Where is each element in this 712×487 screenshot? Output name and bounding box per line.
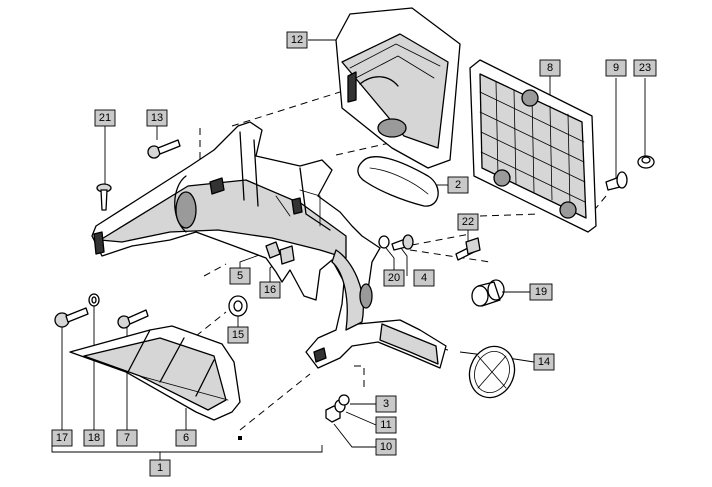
- screw-7: [117, 309, 149, 329]
- callout-label: 23: [639, 62, 651, 74]
- callout-label: 1: [157, 462, 163, 474]
- callout-21: 21: [94, 109, 116, 127]
- callout-label: 16: [264, 284, 276, 296]
- callout-1: 1: [149, 459, 171, 477]
- callout-2: 2: [447, 176, 469, 194]
- air-box-cover: [335, 7, 461, 169]
- reflector-14: [468, 345, 516, 399]
- callout-label: 18: [88, 432, 100, 444]
- grommet-23: [637, 155, 655, 169]
- sleeve-19: [471, 279, 505, 307]
- callout-label: 2: [455, 179, 461, 191]
- callout-20: 20: [383, 269, 405, 287]
- callout-10: 10: [375, 438, 397, 456]
- screw-4: [391, 234, 414, 251]
- callout-label: 14: [538, 356, 550, 368]
- callout-label: 21: [99, 112, 111, 124]
- callout-3: 3: [375, 395, 397, 413]
- callout-label: 12: [291, 34, 303, 46]
- assembly-dash-lines: [195, 91, 607, 431]
- main-bracket: [91, 121, 447, 369]
- callout-12: 12: [286, 31, 308, 49]
- callout-14: 14: [533, 353, 555, 371]
- bushing-20: [378, 235, 390, 249]
- guard-plate-6: [69, 325, 241, 421]
- oval-seal: [357, 156, 439, 207]
- callout-4: 4: [413, 269, 435, 287]
- callout-label: 19: [535, 286, 547, 298]
- screw-21: [96, 183, 112, 211]
- callout-label: 7: [124, 432, 130, 444]
- screw-13: [147, 139, 181, 159]
- callout-13: 13: [146, 109, 168, 127]
- callout-label: 20: [388, 272, 400, 284]
- callout-18: 18: [83, 429, 105, 447]
- callout-label: 22: [462, 216, 474, 228]
- screw-22: [455, 237, 481, 261]
- callout-label: 15: [232, 329, 244, 341]
- callout-label: 10: [380, 441, 392, 453]
- callout-19: 19: [529, 283, 553, 301]
- callout-15: 15: [227, 326, 249, 344]
- washer-15: [228, 295, 248, 317]
- callout-11: 11: [375, 416, 397, 434]
- callout-23: 23: [633, 59, 657, 77]
- callout-5: 5: [229, 267, 251, 285]
- screw-9: [605, 171, 628, 191]
- callout-8: 8: [539, 59, 561, 77]
- washer-18: [88, 293, 100, 307]
- callout-label: 13: [151, 112, 163, 124]
- callout-7: 7: [116, 429, 138, 447]
- callout-label: 3: [383, 398, 389, 410]
- screw-17: [54, 307, 89, 328]
- callout-label: 8: [547, 62, 553, 74]
- callout-16: 16: [259, 281, 281, 299]
- grid-panel: [469, 59, 597, 233]
- callout-22: 22: [457, 213, 479, 231]
- nut-3: [338, 394, 350, 406]
- callout-label: 17: [56, 432, 68, 444]
- callout-label: 11: [380, 419, 391, 431]
- callout-6: 6: [175, 429, 197, 447]
- callout-label: 5: [237, 270, 243, 282]
- callout-label: 4: [421, 272, 427, 284]
- callout-label: 9: [613, 62, 619, 74]
- callout-17: 17: [51, 429, 73, 447]
- callout-9: 9: [605, 59, 627, 77]
- callout-label: 6: [183, 432, 189, 444]
